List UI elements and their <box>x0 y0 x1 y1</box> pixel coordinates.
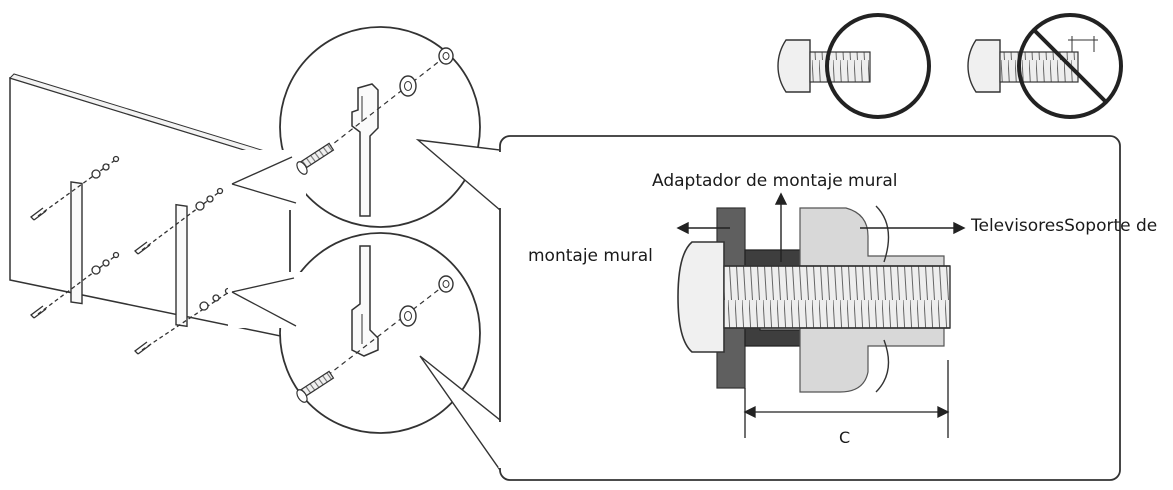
correct-thread-icon <box>777 13 931 119</box>
tv-support-label: TelevisoresSoporte de <box>971 216 1158 236</box>
dimension-c-line <box>743 360 950 438</box>
zoom-circle-lower <box>228 232 481 434</box>
tv-bracket-right <box>175 203 188 328</box>
dimension-c-label: C <box>839 428 851 447</box>
screw-head <box>677 241 725 353</box>
tv-bracket-left <box>70 181 83 305</box>
wall-mount-label: montaje mural <box>528 246 653 266</box>
screw-shaft <box>723 265 951 329</box>
zoom-circle-upper <box>228 26 481 228</box>
incorrect-thread-icon <box>967 13 1123 119</box>
label-arrows <box>676 192 966 262</box>
adapter-label: Adaptador de montaje mural <box>652 171 898 191</box>
panel-screws <box>30 155 233 355</box>
